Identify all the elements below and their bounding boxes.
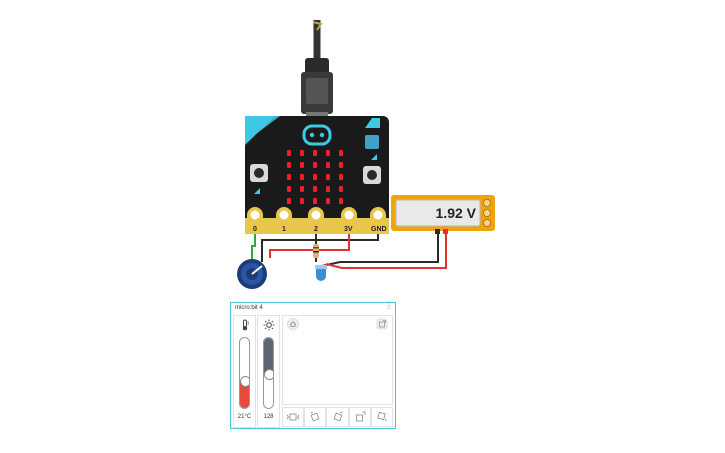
pin-0[interactable] — [247, 207, 263, 234]
mode-v-button[interactable] — [482, 208, 491, 217]
led-pixel — [313, 186, 317, 192]
led-pixel — [326, 198, 330, 204]
multimeter[interactable]: 1.92 V — [391, 195, 495, 234]
pin-gnd[interactable] — [370, 207, 386, 234]
led-pixel — [313, 198, 317, 204]
led-pixel — [313, 162, 317, 168]
speaker-icon — [365, 135, 379, 149]
mode-ohm-button[interactable] — [482, 218, 491, 227]
pin-2[interactable] — [308, 207, 324, 234]
pin-label-3v: 3V — [344, 226, 353, 233]
usb-cable — [301, 20, 333, 118]
multimeter-reading: 1.92 V — [436, 205, 477, 221]
rotate-icon[interactable] — [375, 318, 389, 330]
light-column: 128 — [257, 315, 280, 428]
microbit-control-panel: micro:bit 4 ⁞⁞ 21°C 128 — [230, 302, 396, 429]
probe-com[interactable] — [435, 229, 440, 234]
led-pixel — [326, 162, 330, 168]
led-pixel — [313, 150, 317, 156]
led-pixel — [287, 186, 291, 192]
screen-down-icon — [377, 411, 388, 422]
led-pixel — [287, 174, 291, 180]
pin-1[interactable] — [276, 207, 292, 234]
led-pixel — [300, 174, 304, 180]
microbit-board[interactable]: 0 1 2 3V GND — [245, 116, 389, 234]
temperature-value: 21°C — [237, 414, 252, 420]
led-pixel — [287, 162, 291, 168]
led-pixel — [326, 174, 330, 180]
pin-3v[interactable] — [341, 207, 357, 234]
led-pixel — [339, 162, 343, 168]
light-slider[interactable] — [263, 337, 274, 409]
drag-handle-icon[interactable]: ⁞⁞ — [387, 304, 391, 311]
led-pixel — [339, 174, 343, 180]
tilt-left-icon — [310, 411, 320, 422]
logo-touch-icon[interactable] — [302, 124, 332, 146]
probe-v[interactable] — [443, 229, 448, 234]
panel-title: micro:bit 4 — [235, 305, 263, 311]
screen-up-icon — [355, 411, 366, 422]
led-matrix — [287, 150, 343, 204]
gesture-screen-up-button[interactable] — [348, 407, 371, 427]
sun-icon — [263, 319, 275, 331]
led-pixel — [300, 150, 304, 156]
pin-label-2: 2 — [314, 226, 318, 233]
pin-label-1: 1 — [282, 226, 286, 233]
mode-a-button[interactable] — [482, 198, 491, 207]
button-a[interactable] — [250, 164, 268, 194]
led-pixel — [326, 186, 330, 192]
led-pixel — [300, 198, 304, 204]
led-pixel — [313, 174, 317, 180]
led-pixel — [326, 150, 330, 156]
temperature-column: 21°C — [233, 315, 256, 428]
gesture-tilt-right-button[interactable] — [326, 407, 349, 427]
home-icon[interactable] — [286, 318, 300, 330]
led-pixel — [287, 198, 291, 204]
led-blue[interactable] — [315, 265, 327, 281]
button-b[interactable] — [363, 154, 381, 184]
led-pixel — [300, 162, 304, 168]
resistor[interactable] — [313, 244, 319, 258]
pin-label-0: 0 — [253, 226, 257, 233]
accelerometer-view[interactable] — [282, 315, 393, 405]
led-pixel — [300, 186, 304, 192]
tilt-right-icon — [333, 411, 342, 422]
thermometer-icon — [242, 319, 249, 331]
light-value: 128 — [263, 414, 274, 420]
wires — [251, 228, 447, 269]
led-pixel — [339, 198, 343, 204]
temperature-slider[interactable] — [239, 337, 250, 409]
gesture-shake-button[interactable] — [282, 407, 305, 427]
gesture-screen-down-button[interactable] — [370, 407, 394, 427]
shake-icon — [286, 413, 300, 421]
gesture-bar — [282, 407, 394, 427]
potentiometer-knob[interactable] — [237, 259, 267, 289]
gesture-tilt-left-button[interactable] — [304, 407, 327, 427]
led-pixel — [339, 150, 343, 156]
led-pixel — [287, 150, 291, 156]
led-pixel — [339, 186, 343, 192]
pin-label-gnd: GND — [371, 226, 387, 233]
